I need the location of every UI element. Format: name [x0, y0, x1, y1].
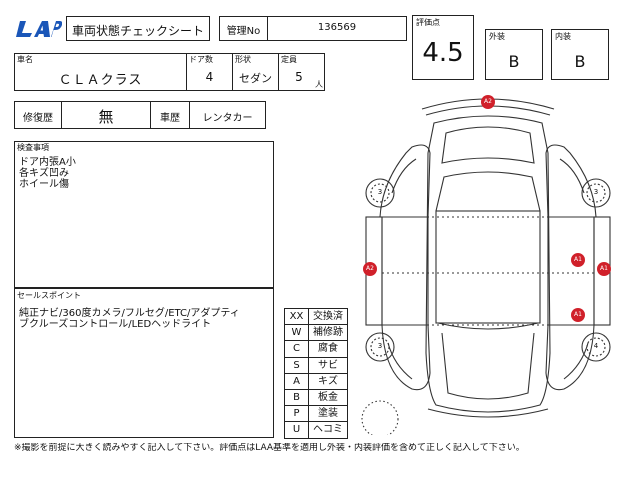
legend-code: P [284, 405, 309, 423]
legend-meaning: 腐食 [308, 340, 348, 358]
sheet-title-box: 車両状態チェックシート [66, 16, 210, 41]
tire-front-right-value: 3 [593, 188, 599, 196]
vehicle-record-value: レンタカー [202, 113, 253, 124]
legend-code: W [284, 324, 309, 342]
car-name-value: ＣＬＡクラス [58, 73, 143, 88]
legend-code: A [284, 372, 309, 390]
car-top-outline [425, 115, 551, 413]
repair-history-label: 修復歴 [23, 113, 53, 124]
tire-rear-left [365, 332, 395, 362]
car-diagram: 3 3 3 4 A2 A2 A1 A1 A1 [352, 93, 624, 438]
interior-label: 内装 [555, 32, 571, 41]
interior-value: B [574, 52, 586, 71]
management-number-box: 管理No 136569 [219, 16, 407, 41]
legend-meaning: 交換済 [308, 308, 348, 326]
footer-note: ※撮影を前提に大きく読みやすく記入して下さい。評価点はLAA基準を適用し外装・内… [14, 443, 525, 453]
car-name-box: 車名 ＣＬＡクラス [14, 53, 187, 91]
shape-value: セダン [239, 72, 272, 85]
damage-mark: A1 [571, 308, 585, 322]
spare-tire [361, 400, 399, 438]
legend-code: B [284, 389, 309, 407]
vehicle-record-label: 車歴 [160, 113, 180, 124]
management-number-value: 136569 [317, 22, 357, 33]
inspection-text: ドア内張A小 各キズ凹み ホイール傷 [19, 157, 76, 190]
capacity-unit: 人 [315, 80, 323, 89]
exterior-value: B [508, 52, 520, 71]
doors-label: ドア数 [189, 55, 213, 64]
tire-rear-left-value: 3 [377, 342, 383, 350]
damage-mark: A2 [363, 262, 377, 276]
doors-box: ドア数 4 [186, 53, 233, 91]
laa-logo [14, 19, 63, 39]
legend-meaning: 板金 [308, 389, 348, 407]
score-label: 評価点 [416, 18, 440, 27]
tire-front-right [581, 178, 611, 208]
sheet-title: 車両状態チェックシート [71, 24, 204, 38]
shape-label: 形状 [235, 55, 251, 64]
car-left-side-outline [379, 144, 431, 218]
car-right-side-outline [545, 144, 597, 218]
sales-point-box: セールスポイント 純正ナビ/360度カメラ/フルセグ/ETC/アダプティ ブクル… [14, 288, 274, 438]
tire-front-left-value: 3 [377, 188, 383, 196]
damage-mark: A2 [481, 95, 495, 109]
legend-meaning: 補修跡 [308, 324, 348, 342]
repair-history-box: 修復歴 無 車歴 レンタカー [14, 101, 266, 129]
legend-meaning: サビ [308, 356, 348, 374]
damage-mark: A1 [571, 253, 585, 267]
inspection-label: 検査事項 [17, 143, 49, 152]
tire-rear-right-value: 4 [593, 342, 599, 350]
shape-box: 形状 セダン [232, 53, 279, 91]
capacity-label: 定員 [281, 55, 297, 64]
legend-meaning: 塗装 [308, 405, 348, 423]
legend-code: XX [284, 308, 309, 326]
exterior-box: 外装 B [485, 29, 543, 80]
legend-meaning: ヘコミ [308, 421, 348, 439]
interior-box: 内装 B [551, 29, 609, 80]
sales-point-text: 純正ナビ/360度カメラ/フルセグ/ETC/アダプティ ブクルーズコントロール/… [19, 308, 240, 330]
doors-value: 4 [205, 70, 214, 84]
legend-meaning: キズ [308, 372, 348, 390]
management-number-label: 管理No [226, 26, 261, 37]
car-name-label: 車名 [17, 55, 33, 64]
repair-history-value: 無 [98, 108, 114, 126]
score-value: 4.5 [422, 38, 464, 68]
damage-mark: A1 [597, 262, 611, 276]
capacity-box: 定員 5 人 [278, 53, 325, 91]
exterior-label: 外装 [489, 32, 505, 41]
legend-code: C [284, 340, 309, 358]
score-box: 評価点 4.5 [412, 15, 474, 80]
legend-code: S [284, 356, 309, 374]
capacity-value: 5 [295, 70, 303, 84]
sales-point-label: セールスポイント [17, 291, 81, 300]
inspection-box: 検査事項 ドア内張A小 各キズ凹み ホイール傷 [14, 141, 274, 288]
legend-code: U [284, 421, 309, 439]
tire-rear-right [581, 332, 611, 362]
tire-front-left [365, 178, 395, 208]
